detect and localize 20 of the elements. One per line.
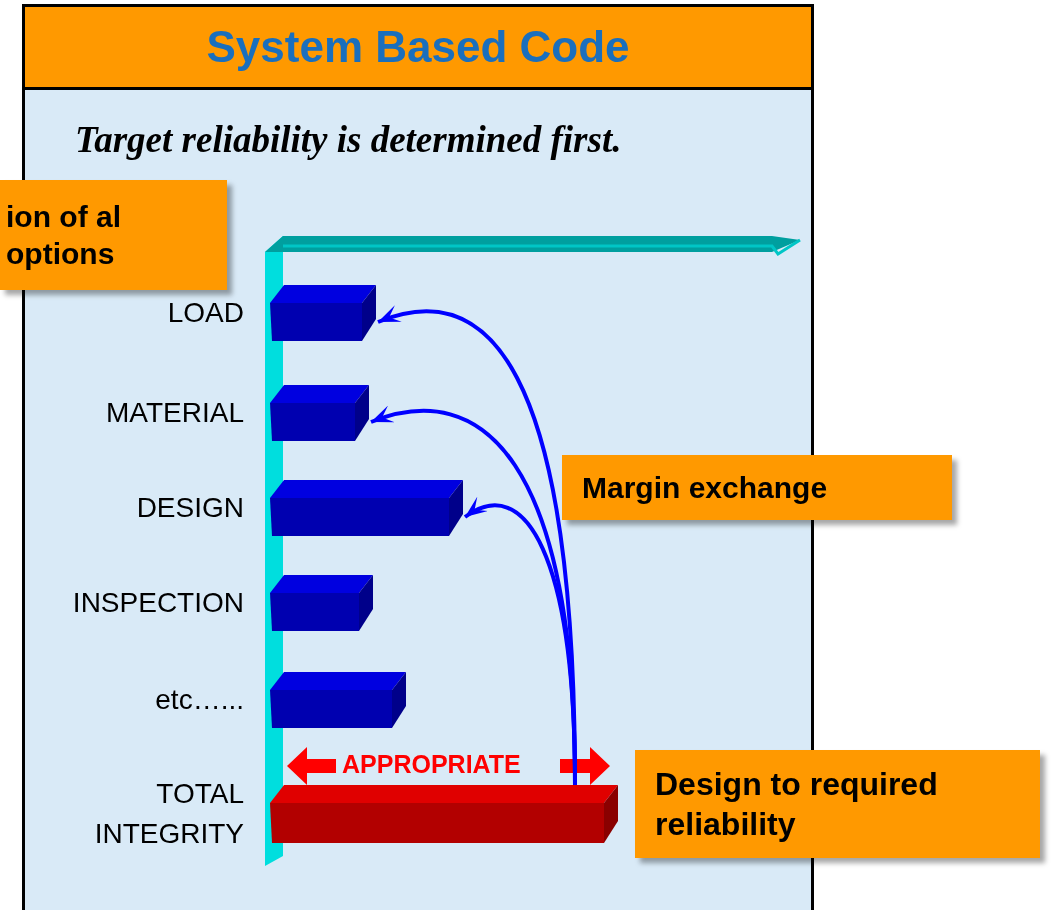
category-label: DESIGN: [135, 491, 244, 525]
callout-text: Margin exchange: [582, 469, 828, 506]
category-label: TOTAL INTEGRITY: [93, 777, 244, 851]
bar: [270, 480, 463, 536]
category-label: MATERIAL: [105, 396, 244, 430]
category-label: LOAD: [166, 296, 244, 330]
callout-text: ion of al options: [6, 198, 122, 272]
bar: [270, 785, 618, 843]
callout-box: [635, 750, 1040, 858]
callout-text: Design to required reliability: [655, 765, 939, 844]
bar: [270, 672, 406, 728]
callout-box: [562, 455, 952, 520]
callout-box: [0, 180, 227, 290]
title: System Based Code: [206, 22, 630, 72]
bar: [270, 285, 376, 341]
bar: [270, 385, 369, 441]
category-label: etc…...: [154, 683, 244, 717]
bar: [270, 575, 373, 631]
category-label: INSPECTION: [71, 586, 244, 620]
subtitle: Target reliability is determined first.: [75, 118, 622, 161]
